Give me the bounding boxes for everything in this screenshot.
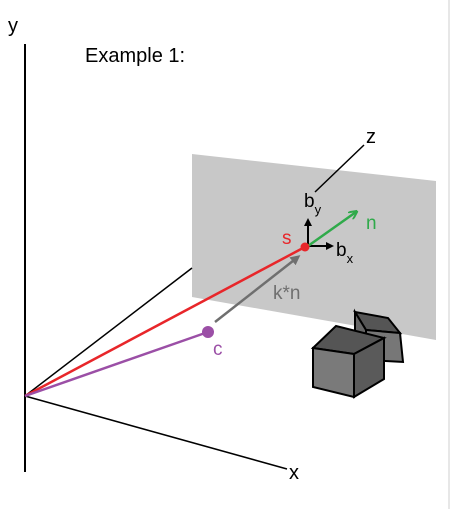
z-axis-line (24, 267, 193, 397)
label-bx: bx (336, 240, 354, 266)
y-axis-label: y (8, 15, 18, 37)
label-by-sub: y (315, 202, 322, 217)
origin-to-s-line (24, 246, 304, 398)
normal-arrow (307, 212, 356, 248)
camera-icon (310, 308, 405, 399)
z-axis-label: z (366, 126, 376, 148)
point-c (202, 326, 214, 338)
z-axis-line-upper (314, 144, 365, 193)
label-bx-base: b (336, 240, 347, 261)
x-axis-label: x (289, 462, 299, 484)
label-kn: k*n (273, 283, 300, 304)
label-by: by (304, 191, 322, 217)
kn-arrow (214, 255, 301, 323)
label-n: n (366, 213, 377, 234)
label-by-base: b (304, 191, 315, 212)
x-axis-line (24, 395, 288, 470)
label-c: c (213, 339, 223, 360)
label-bx-sub: x (347, 251, 354, 266)
origin-to-c-line (24, 330, 209, 398)
diagram-title: Example 1: (85, 45, 185, 67)
label-s: s (282, 228, 292, 249)
point-s (300, 242, 310, 252)
